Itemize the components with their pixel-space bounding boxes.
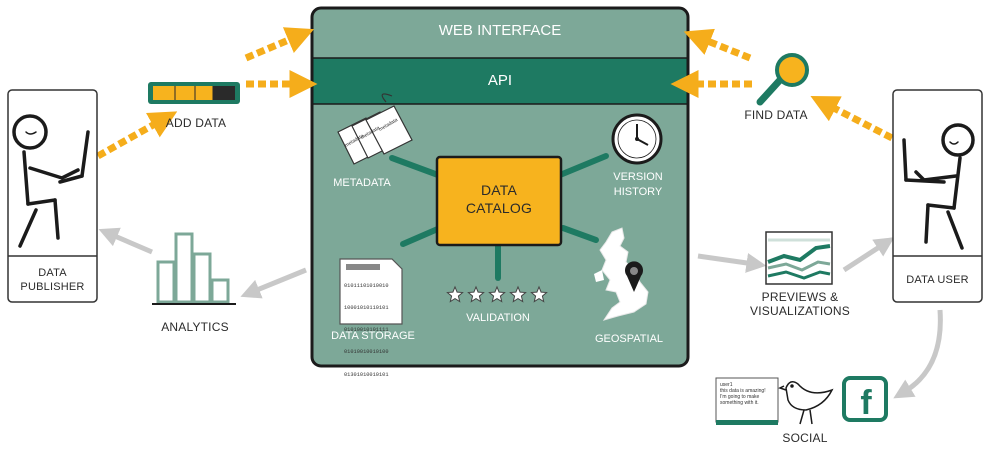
validation-label: VALIDATION — [466, 312, 530, 324]
data-catalog-line2: CATALOG — [465, 200, 533, 216]
visualization-chart-icon — [765, 231, 833, 285]
previews-line1: PREVIEWS & — [761, 290, 839, 304]
version-history-label: VERSION HISTORY — [596, 170, 680, 200]
add-data-progress-bar — [148, 82, 240, 104]
binary-text: 01011101010010 10001010110101 0101001010… — [344, 268, 400, 387]
data-publisher-line1: DATA — [38, 267, 67, 279]
version-history-line2: HISTORY — [613, 186, 663, 198]
analytics-label: ANALYTICS — [161, 320, 229, 334]
publisher-figure-icon — [12, 114, 90, 248]
api-label: API — [487, 72, 513, 89]
gray-flow-arrows — [98, 227, 943, 399]
api-band — [313, 58, 687, 104]
clock-icon — [611, 113, 663, 165]
previews-label: PREVIEWS & VISUALIZATIONS — [740, 290, 860, 318]
data-publisher-label: DATA PUBLISHER — [8, 266, 97, 294]
tweet-text: user1 this data is amazing! I'm going to… — [720, 382, 772, 406]
web-interface-label: WEB INTERFACE — [438, 22, 562, 39]
add-data-label: ADD DATA — [165, 116, 227, 130]
star-icon — [467, 285, 485, 303]
binary-line: 01010010101111 — [344, 327, 389, 334]
user-figure-icon — [902, 123, 975, 250]
binary-line: 01011101010010 — [344, 282, 389, 289]
binary-line: 01010010010100 — [344, 349, 389, 356]
data-publisher-line2: PUBLISHER — [20, 281, 85, 293]
data-catalog-box — [435, 155, 563, 247]
star-icon — [530, 285, 548, 303]
validation-stars — [446, 285, 548, 303]
catalog-connectors — [389, 153, 609, 281]
analytics-chart-icon — [152, 232, 236, 305]
metadata-label: METADATA — [333, 177, 391, 189]
data-storage-label: DATA STORAGE — [331, 330, 415, 342]
tweet-body: this data is amazing! I'm going to make … — [720, 388, 766, 406]
geospatial-label: GEOSPATIAL — [594, 333, 664, 345]
star-icon — [509, 285, 527, 303]
data-publisher-card — [7, 89, 98, 303]
metadata-tags-icon — [337, 93, 413, 165]
find-data-label: FIND DATA — [744, 108, 808, 122]
document-icon — [339, 258, 403, 325]
facebook-icon: f — [842, 376, 888, 422]
binary-line: 10001010110101 — [344, 305, 389, 312]
bird-icon — [778, 381, 834, 425]
data-catalog-line1: DATA — [480, 182, 518, 198]
tweet-card — [715, 377, 779, 425]
version-history-line1: VERSION — [613, 171, 663, 183]
data-catalog-label: DATA CATALOG — [437, 181, 561, 217]
star-icon — [446, 285, 464, 303]
uk-map-icon — [594, 227, 649, 321]
svg-text:f: f — [860, 384, 872, 422]
orange-flow-arrows — [96, 27, 894, 160]
social-label: SOCIAL — [782, 431, 828, 445]
magnifier-icon — [756, 53, 809, 106]
tweet-user: user1 — [720, 382, 733, 388]
data-user-card — [892, 89, 983, 303]
previews-line2: VISUALIZATIONS — [750, 304, 850, 318]
binary-line: 01301010010101 — [344, 371, 389, 378]
star-icon — [488, 285, 506, 303]
data-user-label: DATA USER — [906, 274, 969, 286]
